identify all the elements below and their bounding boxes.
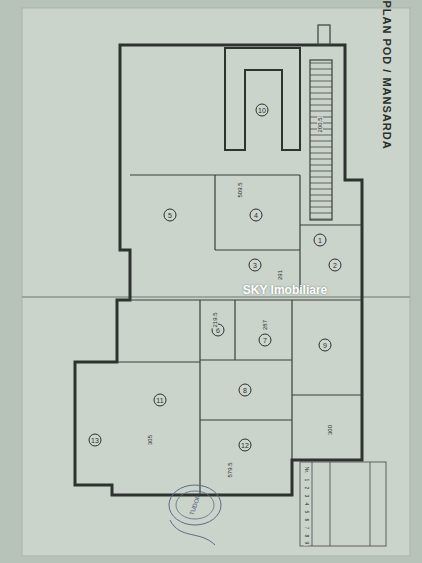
table-cell: 5 [304, 510, 309, 515]
table-cell: 9 [304, 541, 309, 546]
room-number: 5 [164, 209, 177, 222]
dimension: 287 [262, 319, 268, 331]
room-number: 1 [314, 234, 327, 247]
room-number: 2 [329, 259, 342, 272]
room-number: 3 [249, 259, 262, 272]
dimension: 291 [277, 269, 283, 281]
dimension: 300 [327, 424, 333, 436]
table-cell: 1 [304, 478, 309, 483]
table-cell: 6 [304, 518, 309, 523]
table-cell: 8 [304, 534, 309, 539]
room-number: 4 [250, 209, 263, 222]
dimension: 219.5 [212, 311, 218, 328]
dimension: 305 [147, 434, 153, 446]
table-cell: 7 [304, 526, 309, 531]
room-number: 8 [239, 384, 252, 397]
plan-title: PLAN POD / MANSARDA [381, 0, 392, 149]
table-cell: 4 [304, 502, 309, 507]
dimension: 579.5 [227, 461, 233, 478]
room-number: 9 [319, 339, 332, 352]
room-number: 11 [154, 394, 167, 407]
table-cell: 2 [304, 486, 309, 491]
dimension: 509.5 [237, 181, 243, 198]
watermark: SKY Imobiliare [243, 284, 327, 296]
room-number: 13 [89, 434, 102, 447]
table-cell: 3 [304, 494, 309, 499]
room-number: 10 [256, 104, 269, 117]
room-number: 12 [239, 439, 252, 452]
dimension: 200.5 [317, 116, 323, 133]
room-number: 7 [259, 334, 272, 347]
table-cell: Nr. [304, 466, 309, 474]
